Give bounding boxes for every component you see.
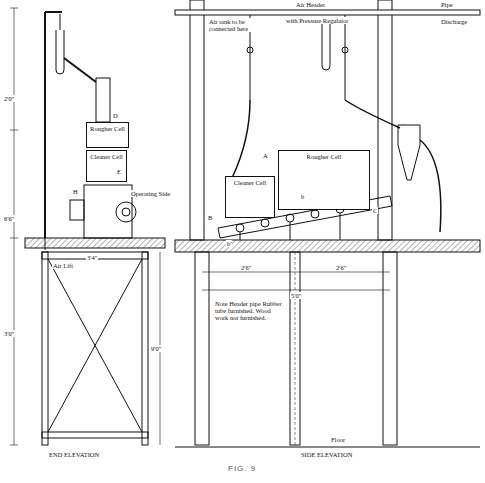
dimension: 3'4" [86,254,98,261]
end-elevation-stroke [10,130,18,131]
note: Air Header [295,1,326,8]
side-elevation-stroke [383,252,397,445]
side-elevation-stroke [202,272,295,273]
end-elevation-stroke [64,58,96,82]
dimension: 9'0" [150,345,162,352]
part-letter: E [116,168,122,175]
side-elevation-stroke [175,447,480,448]
part-letter: b' [226,240,232,247]
end-elevation-stroke [116,202,136,222]
view-title: SIDE ELEVATION [300,451,353,458]
side-elevation-stroke [378,0,392,240]
end-elevation-stroke [44,12,46,238]
part-letter: B [207,214,213,221]
end-elevation-stroke [10,445,18,446]
flotation-cell: Cleaner Cell [86,150,127,182]
end-elevation-stroke [60,14,61,30]
flotation-cell: Rougher Cell [86,122,129,148]
cell-label: Rougher Cell [90,125,125,132]
side-elevation-stroke [398,125,420,180]
side-elevation-stroke [345,15,346,100]
end-elevation-stroke [122,208,130,216]
end-elevation-stroke [48,259,142,432]
side-elevation-stroke [342,47,348,53]
note: Air tank to be connected here [208,18,266,32]
side-elevation-stroke [247,47,253,53]
end-elevation-stroke [42,432,148,438]
end-elevation-stroke [42,252,48,445]
side-elevation-stroke [311,210,319,218]
side-elevation-stroke [190,0,204,240]
side-elevation-stroke [322,18,330,70]
side-elevation-stroke [236,224,244,232]
end-elevation-stroke [142,252,148,445]
side-elevation-stroke [290,222,291,240]
part-letter: C [372,207,378,214]
side-elevation-stroke [195,252,209,445]
end-elevation-stroke [14,8,15,445]
side-elevation-stroke [295,252,296,447]
end-elevation-stroke [84,185,132,238]
note: Discharge [440,18,468,25]
side-elevation [175,0,480,447]
note: with Pressure Regulator [285,17,349,24]
dimension: 2'0" [3,95,15,102]
note: Pipe [440,1,454,8]
end-elevation-stroke [10,8,18,9]
view-title: END ELEVATION [48,451,100,458]
end-elevation-stroke [10,238,18,239]
cell-label: Rougher Cell [307,153,342,160]
side-elevation-stroke [240,232,241,240]
cell-label: Cleaner Cell [234,179,267,186]
dimension: 6'6" [3,215,15,222]
cell-label: Cleaner Cell [90,153,123,160]
dimension: 2'6" [240,264,252,271]
note: Floor [330,436,346,443]
part-letter: D [112,112,119,119]
note: Operating Side [130,190,171,197]
figure-caption: FIG. 9 [228,464,256,473]
end-elevation [10,8,165,445]
dimension: 5'0" [290,292,302,299]
end-elevation-stroke [56,30,64,74]
end-elevation-stroke [96,78,110,122]
side-elevation-stroke [232,100,250,178]
end-elevation-stroke [70,200,84,220]
part-letter: A [262,152,269,159]
side-elevation-stroke [202,290,390,291]
side-elevation-stroke [420,140,441,232]
flotation-cell: Cleaner Cell [225,176,275,218]
end-elevation-stroke [45,11,62,13]
end-elevation-stroke [25,238,165,248]
dimension: 2'6" [335,264,347,271]
side-elevation-stroke [261,219,269,227]
dimension: 3'0" [3,330,15,337]
side-elevation-stroke [175,240,480,252]
flotation-cell: Rougher Cell [278,150,370,210]
side-elevation-stroke [286,214,294,222]
side-elevation-stroke [295,272,390,273]
side-elevation-stroke [175,10,480,15]
part-letter: b [300,193,305,200]
side-elevation-stroke [340,213,341,240]
end-elevation-stroke [45,238,46,250]
note: Air Lift [52,262,74,269]
part-letter: H [72,188,79,195]
note: Note Header pipe Rubber tube furnished. … [214,300,286,321]
end-elevation-stroke [48,259,142,432]
side-elevation-stroke [345,100,400,128]
